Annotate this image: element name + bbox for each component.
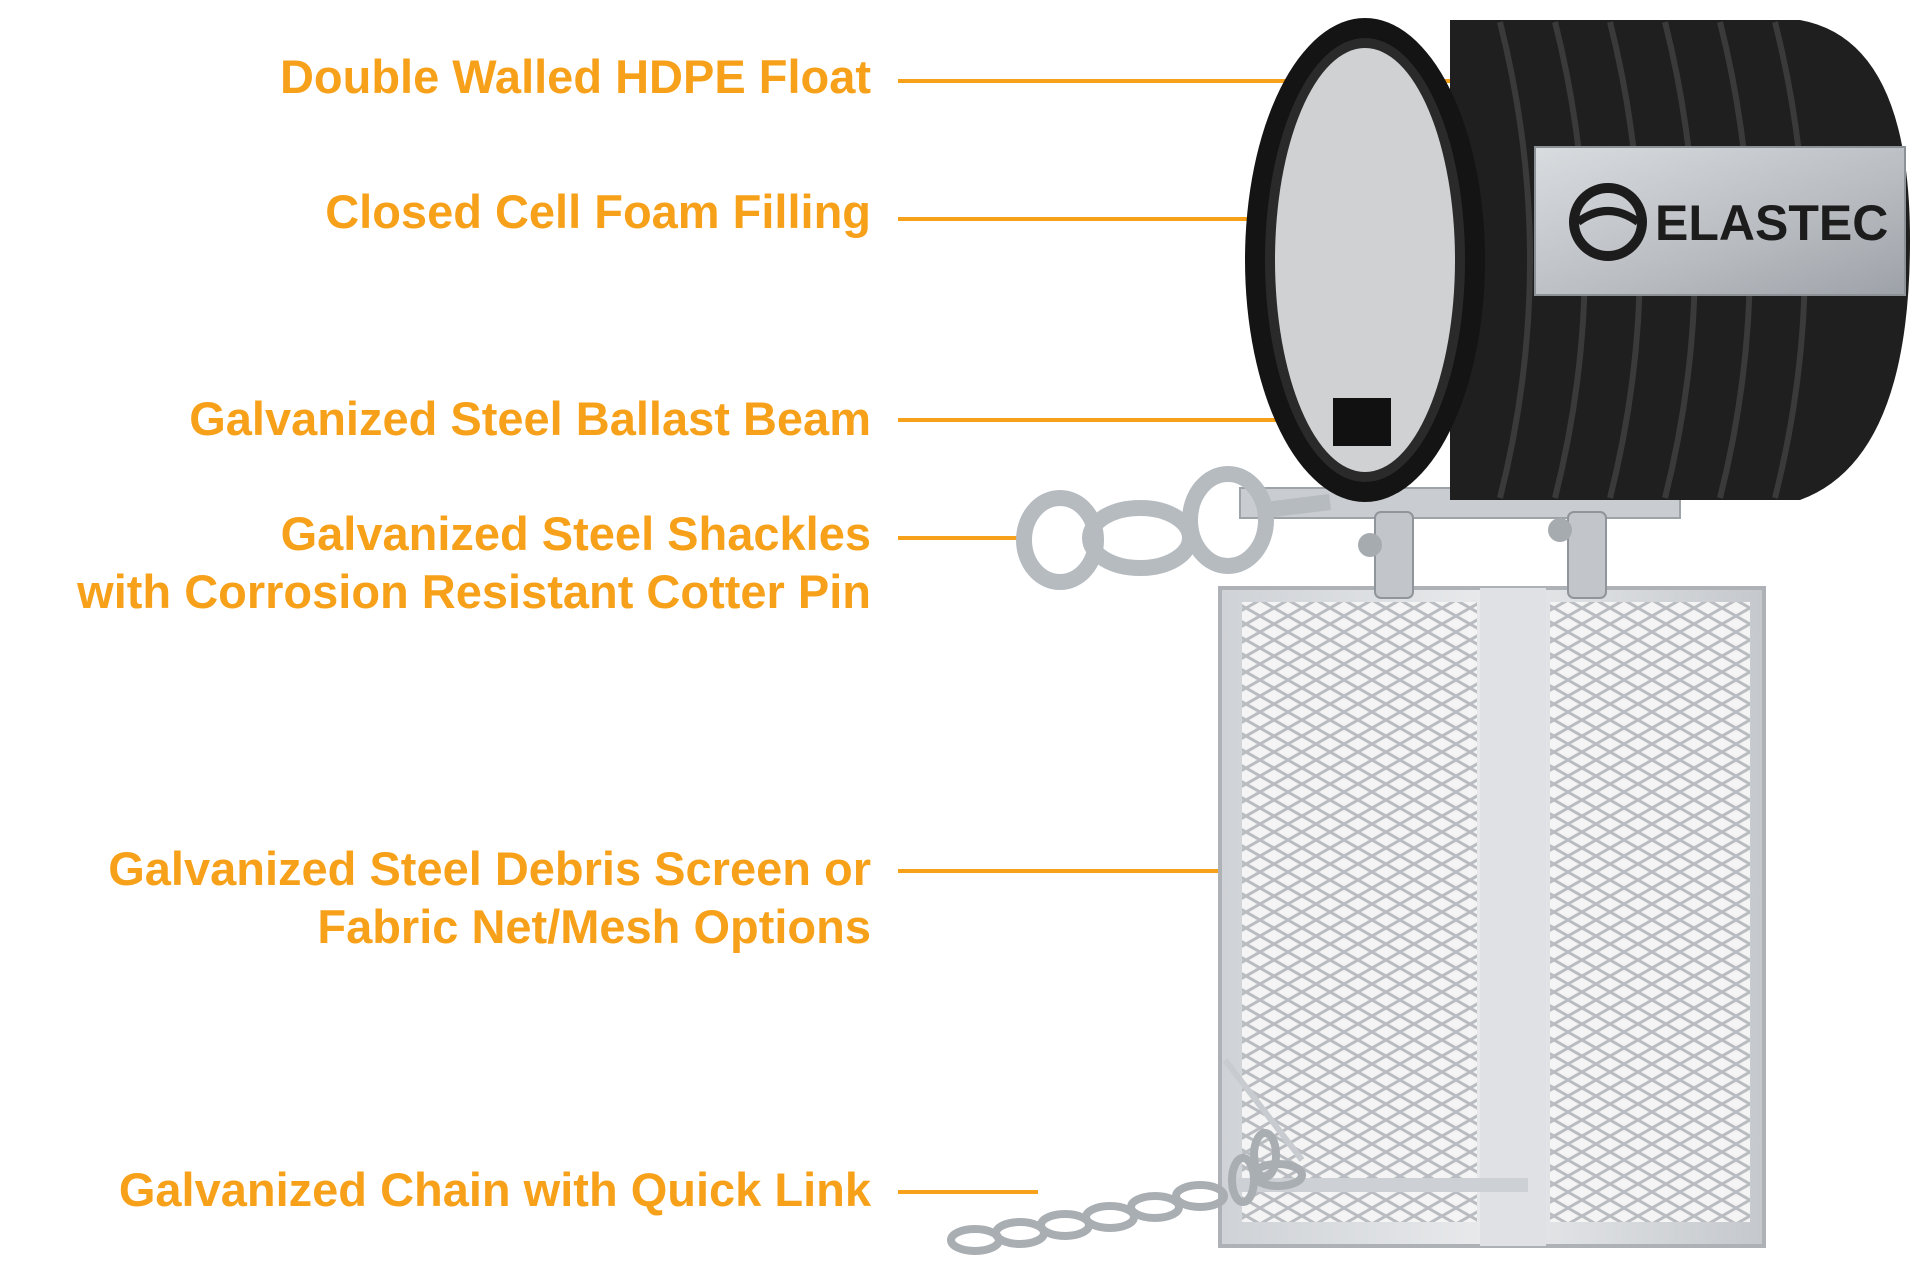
callout-screen-line-2: Fabric Net/Mesh Options xyxy=(317,900,871,953)
callout-chain-text: Galvanized Chain with Quick Link xyxy=(118,1163,871,1216)
foam-filling xyxy=(1275,48,1455,472)
chain xyxy=(947,1129,1306,1255)
leader-line-chain xyxy=(898,1190,1038,1194)
leader-line-ballast xyxy=(898,418,1390,422)
callout-shackles-line-2: with Corrosion Resistant Cotter Pin xyxy=(77,565,871,618)
callout-shackles-line-1: Galvanized Steel Shackles xyxy=(280,507,871,560)
hdpe-float xyxy=(1245,18,1910,502)
callout-ballast-text: Galvanized Steel Ballast Beam xyxy=(189,392,871,445)
leader-line-shackles xyxy=(898,536,1030,540)
callout-foam-text: Closed Cell Foam Filling xyxy=(325,185,871,238)
callout-chain: Galvanized Chain with Quick Link xyxy=(119,1161,871,1219)
callout-ballast: Galvanized Steel Ballast Beam xyxy=(189,390,871,448)
debris-screen xyxy=(1218,586,1766,1248)
callout-screen-line-1: Galvanized Steel Debris Screen or xyxy=(108,842,871,895)
callout-float-text: Double Walled HDPE Float xyxy=(279,50,871,103)
brand-plate: ELASTEC xyxy=(1534,146,1906,296)
leader-line-screen xyxy=(898,869,1522,873)
leader-line-foam xyxy=(898,217,1384,221)
shackles xyxy=(1016,466,1331,590)
callout-float: Double Walled HDPE Float xyxy=(280,48,871,106)
callout-shackles: Galvanized Steel Shackles with Corrosion… xyxy=(77,505,871,621)
leader-line-float xyxy=(898,79,1588,83)
callout-screen: Galvanized Steel Debris Screen or Fabric… xyxy=(108,840,871,956)
callout-foam: Closed Cell Foam Filling xyxy=(325,183,871,241)
brand-name: ELASTEC xyxy=(1655,195,1888,251)
ballast-slot xyxy=(1333,398,1391,446)
brand-logo-icon xyxy=(1569,183,1647,261)
